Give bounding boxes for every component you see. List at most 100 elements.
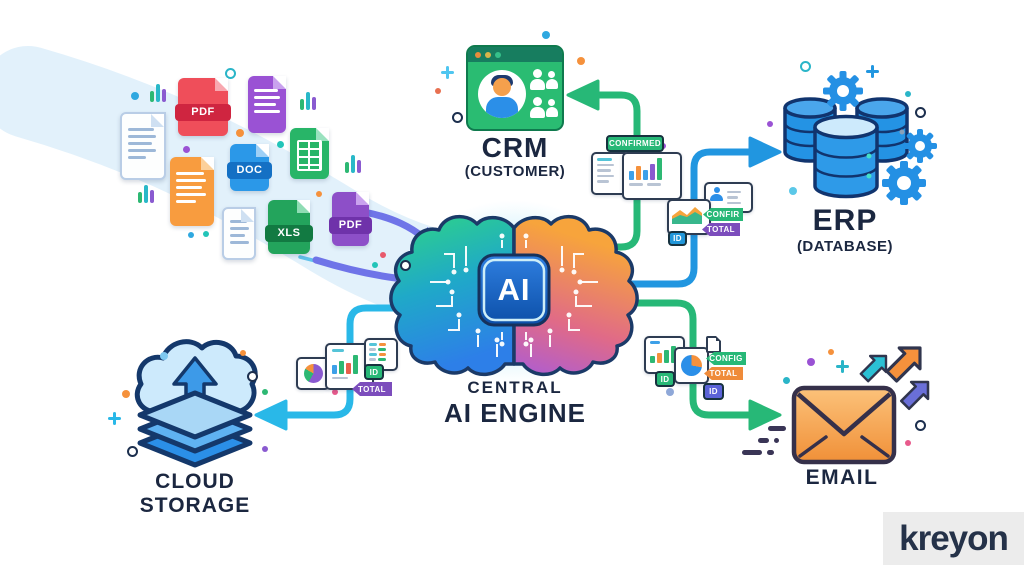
center-title-line1: CENTRAL [467, 378, 563, 397]
decor-dot [160, 352, 168, 360]
status-badge: TOTAL [352, 382, 392, 396]
gear-icon [823, 71, 863, 111]
status-badge: CONFIG [706, 352, 746, 365]
status-badge: ID [364, 364, 384, 380]
cloud-storage-icon [134, 339, 258, 468]
decor-dot [542, 31, 550, 39]
growth-arrow-icon [859, 354, 888, 383]
avatar [478, 70, 526, 118]
decor-bars-icon [150, 84, 166, 102]
decor-ring [915, 107, 926, 118]
users-icon [530, 69, 560, 91]
decor-dot [277, 141, 284, 148]
decor-dot [372, 262, 378, 268]
file-pdf-icon: PDF [329, 192, 372, 246]
pie-chart [303, 364, 323, 383]
file-xls-icon: XLS [265, 200, 313, 254]
status-badge: CONFIR [703, 208, 743, 221]
gear-icon [882, 161, 926, 205]
decor-ring [127, 446, 138, 457]
status-badge: ID [668, 231, 687, 246]
bar-chart-card [622, 152, 682, 200]
database-icon [783, 97, 909, 199]
decor-bars-icon [300, 92, 316, 110]
file-document-icon [170, 157, 214, 226]
decor-dot [188, 232, 194, 238]
pie-chart-card [296, 357, 330, 390]
status-badge: ID [655, 371, 675, 387]
status-badge: CONFIRMED [606, 135, 664, 152]
file-document-icon [120, 112, 166, 180]
decor-dot [380, 252, 386, 258]
decor-ring [800, 61, 811, 72]
decor-dot [236, 129, 244, 137]
decor-dot [666, 388, 674, 396]
decor-dot [828, 349, 834, 355]
ai-chip-label: AI [497, 272, 531, 307]
growth-arrow-icon [885, 346, 922, 383]
decor-dot [240, 350, 246, 356]
decor-dot [577, 57, 585, 65]
pie-chart-card [674, 347, 709, 384]
decor-ring [452, 112, 463, 123]
decor-ring [247, 371, 258, 382]
crm-window-icon [466, 45, 564, 131]
erp-title: ERP [812, 204, 878, 237]
circuit-traces [430, 240, 598, 357]
decor-ring [400, 260, 411, 271]
file-spreadsheet-icon [290, 128, 329, 179]
decor-bars-icon [138, 185, 154, 203]
decor-dot [183, 146, 190, 153]
decor-plus-icon [866, 65, 879, 78]
cloud-title-line2: STORAGE [139, 494, 251, 517]
gear-icon [903, 129, 937, 163]
window-titlebar [468, 47, 562, 62]
area-chart [672, 207, 702, 224]
decor-dot [435, 88, 441, 94]
ai-brain-icon [389, 200, 639, 384]
file-document-icon [248, 76, 286, 133]
crm-subtitle: (CUSTOMER) [464, 163, 566, 180]
erp-subtitle: (DATABASE) [796, 238, 894, 255]
cloud-title-line1: CLOUD [155, 470, 235, 493]
email-title: EMAIL [805, 466, 879, 489]
decor-plus-icon [441, 66, 454, 79]
growth-arrow-icon [899, 380, 930, 411]
decor-dot [807, 358, 815, 366]
file-label: PDF [175, 104, 231, 122]
file-label: PDF [329, 216, 372, 234]
document-icon [706, 336, 721, 353]
file-label: XLS [265, 224, 313, 242]
decor-dot [767, 121, 773, 127]
pie-chart [681, 355, 702, 376]
status-badge: TOTAL [702, 223, 740, 236]
logo-text: kreyon [899, 518, 1009, 558]
file-label: DOC [227, 161, 272, 179]
decor-dot [789, 187, 797, 195]
kreyon-logo: kreyon [883, 512, 1024, 565]
decor-dot [131, 92, 139, 100]
decor-dot [262, 446, 268, 452]
spreadsheet-grid [297, 140, 322, 171]
decor-dot [905, 440, 911, 446]
decor-ring [225, 68, 236, 79]
file-doc-icon: DOC [227, 144, 272, 191]
status-badge: TOTAL [704, 367, 743, 380]
decor-dot [316, 191, 322, 197]
decor-dot [332, 389, 338, 395]
user-icon [710, 187, 723, 201]
users-icon [530, 97, 560, 119]
decor-dot [203, 231, 209, 237]
decor-ring [915, 420, 926, 431]
decor-dot [122, 390, 130, 398]
decor-plus-icon [836, 360, 849, 373]
file-document-icon [222, 207, 256, 260]
status-badge: ID [703, 383, 724, 400]
file-pdf-icon: PDF [175, 78, 231, 136]
crm-title: CRM [481, 132, 549, 163]
decor-dot [783, 377, 790, 384]
decor-plus-icon [108, 412, 121, 425]
decor-bars-icon [345, 155, 361, 173]
speed-lines-icon [742, 426, 786, 455]
